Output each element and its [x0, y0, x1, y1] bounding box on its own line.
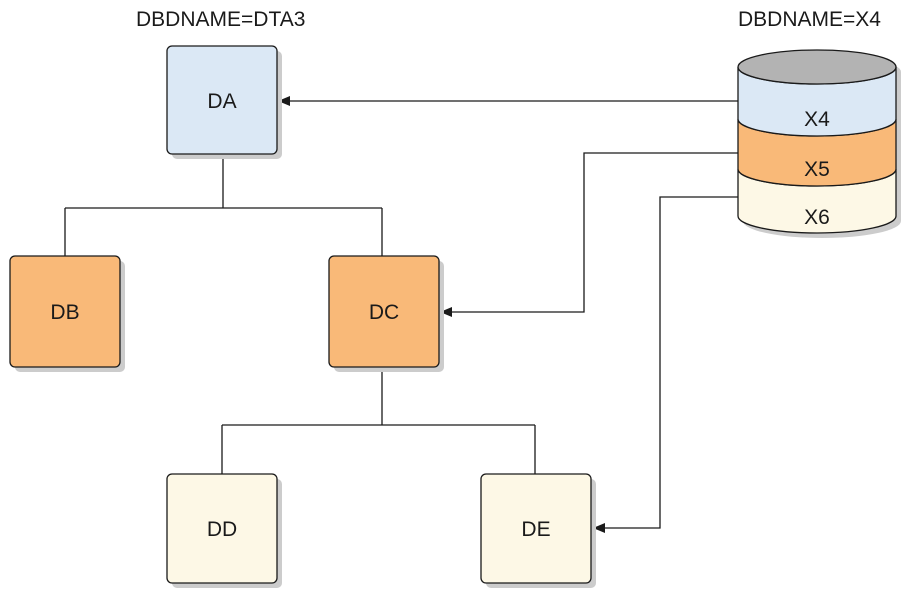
- segment-da: DA: [166, 45, 282, 159]
- segment-dc: DC: [328, 255, 444, 372]
- left-dbdname-title: DBDNAME=DTA3: [136, 8, 306, 31]
- pointer-x5-to-dc: [440, 152, 738, 317]
- cylinder-top: [737, 49, 897, 85]
- svg-text:DD: DD: [207, 518, 237, 541]
- connector-dc-children: [221, 367, 536, 474]
- svg-text:DC: DC: [369, 301, 399, 324]
- index-database-cylinder: X4 X5 X6: [737, 49, 901, 238]
- svg-text:DB: DB: [50, 301, 79, 324]
- index-label-x6: X6: [804, 206, 830, 229]
- svg-text:DA: DA: [207, 90, 236, 113]
- tree-connectors: [64, 154, 536, 474]
- right-dbdname-title: DBDNAME=X4: [738, 8, 881, 31]
- connector-da-children: [64, 154, 383, 256]
- segment-db: DB: [9, 255, 125, 372]
- index-label-x4: X4: [804, 108, 830, 131]
- segment-dd: DD: [166, 473, 282, 588]
- pointer-x6-to-de: [593, 196, 738, 533]
- svg-text:DE: DE: [521, 518, 550, 541]
- segment-de: DE: [480, 473, 596, 588]
- index-pointers: [278, 96, 738, 533]
- index-label-x5: X5: [804, 158, 830, 181]
